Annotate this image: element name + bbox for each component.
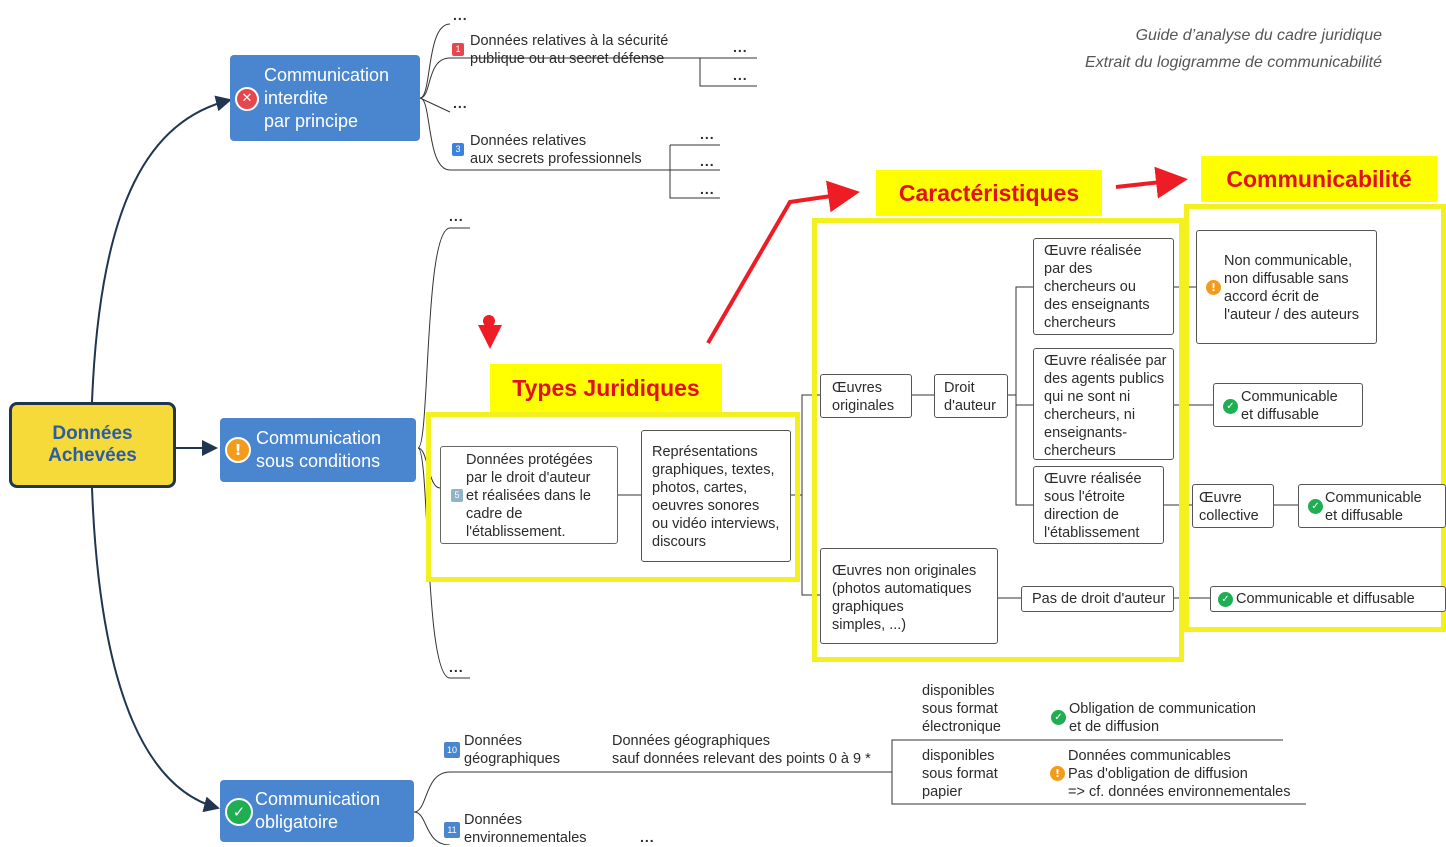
- number-badge: 11: [444, 822, 460, 838]
- item-label: Œuvre réalisée par des chercheurs ou des…: [1044, 243, 1150, 331]
- geo-sauf-text[interactable]: Données géographiques sauf données relev…: [612, 733, 871, 767]
- item-label: Communicable et diffusable: [1325, 490, 1422, 524]
- oeuvres-non-originales-box[interactable]: Œuvres non originales (photos automatiqu…: [820, 548, 998, 644]
- item-label: Œuvres non originales (photos automatiqu…: [832, 563, 977, 633]
- category-label: Communication interdite par principe: [264, 65, 390, 131]
- ellipsis[interactable]: ...: [700, 126, 715, 142]
- item-label: Communicable et diffusable: [1241, 389, 1338, 423]
- ellipsis[interactable]: ...: [700, 153, 715, 169]
- item-label: Droit d'auteur: [944, 380, 996, 414]
- check-circle-icon: ✓: [1218, 592, 1233, 607]
- check-circle-icon: ✓: [225, 798, 253, 826]
- ellipsis[interactable]: ...: [453, 7, 468, 23]
- item-secrets-professionnels[interactable]: Données relatives aux secrets profession…: [470, 133, 642, 167]
- item-label: Données protégées par le droit d'auteur …: [466, 452, 593, 540]
- item-donnees-geographiques[interactable]: Données géographiques: [464, 733, 560, 767]
- item-label: Œuvres originales: [832, 380, 895, 414]
- guide-title: Guide d’analyse du cadre juridique: [1135, 27, 1382, 44]
- item-label: Pas de droit d'auteur: [1032, 591, 1166, 607]
- number-badge: 5: [451, 489, 463, 502]
- category-conditions[interactable]: ! Communication sous conditions: [220, 418, 416, 482]
- check-circle-icon: ✓: [1308, 499, 1323, 514]
- chercheurs-box[interactable]: Œuvre réalisée par des chercheurs ou des…: [1033, 238, 1174, 335]
- caracteristiques-label: Caractéristiques: [876, 170, 1102, 216]
- item-label: Communicable et diffusable: [1236, 591, 1415, 607]
- warning-icon: !: [225, 437, 251, 463]
- communicabilite-label: Communicabilité: [1201, 156, 1437, 202]
- caracteristiques-frame: [812, 218, 1184, 662]
- types-frame: [426, 412, 800, 582]
- category-label: Communication sous conditions: [256, 428, 382, 471]
- donnees-communicables-text[interactable]: Données communicables Pas d'obligation d…: [1068, 748, 1291, 800]
- root-node[interactable]: Données Achevées: [9, 402, 176, 488]
- number-badge: 1: [452, 43, 464, 56]
- ellipsis[interactable]: ...: [733, 67, 748, 83]
- warning-icon: !: [1206, 280, 1221, 295]
- ellipsis[interactable]: ...: [449, 659, 464, 675]
- oeuvre-collective-box[interactable]: Œuvre collective: [1192, 484, 1274, 528]
- ellipsis[interactable]: ...: [733, 39, 748, 55]
- number-badge: 3: [452, 143, 464, 156]
- warning-icon: !: [1050, 766, 1065, 781]
- item-donnees-environnementales[interactable]: Données environnementales: [464, 812, 587, 846]
- item-label: Représentations graphiques, textes, phot…: [652, 444, 780, 550]
- format-papier-text[interactable]: disponibles sous format papier: [922, 748, 998, 800]
- direction-box[interactable]: Œuvre réalisée sous l'étroite direction …: [1033, 466, 1164, 544]
- pas-droit-auteur-box[interactable]: Pas de droit d'auteur: [1021, 586, 1174, 612]
- agents-publics-box[interactable]: Œuvre réalisée par des agents publics qu…: [1033, 348, 1174, 460]
- obligation-text[interactable]: Obligation de communication et de diffus…: [1069, 701, 1256, 735]
- item-label: Œuvre réalisée par des agents publics qu…: [1044, 353, 1167, 459]
- types-juridiques-label: Types Juridiques: [490, 364, 722, 412]
- root-label: Données Achevées: [48, 423, 137, 466]
- item-label: Œuvre réalisée sous l'étroite direction …: [1044, 471, 1142, 541]
- communicabilite-frame: [1184, 204, 1446, 632]
- edge-root-interdite: [91, 95, 232, 403]
- droit-auteur-box[interactable]: Droit d'auteur: [934, 374, 1008, 418]
- non-communicable-box[interactable]: ! Non communicable, non diffusable sans …: [1196, 230, 1377, 344]
- communicable-box-3[interactable]: ✓ Communicable et diffusable: [1210, 586, 1446, 612]
- x-circle-icon: ✕: [235, 87, 259, 111]
- ellipsis[interactable]: ...: [449, 208, 464, 224]
- communicable-box-1[interactable]: ✓ Communicable et diffusable: [1213, 383, 1363, 427]
- number-badge: 10: [444, 742, 460, 758]
- check-circle-icon: ✓: [1051, 710, 1066, 725]
- item-droit-auteur-box[interactable]: 5 Données protégées par le droit d'auteu…: [440, 446, 618, 544]
- category-label: Communication obligatoire: [255, 789, 381, 832]
- edge-root-obligatoire: [91, 487, 220, 813]
- communicable-box-2[interactable]: ✓ Communicable et diffusable: [1298, 484, 1446, 528]
- item-label: Non communicable, non diffusable sans ac…: [1224, 253, 1359, 323]
- ellipsis[interactable]: ...: [640, 829, 655, 845]
- representations-box[interactable]: Représentations graphiques, textes, phot…: [641, 430, 791, 562]
- oeuvres-originales-box[interactable]: Œuvres originales: [820, 374, 912, 418]
- check-circle-icon: ✓: [1223, 399, 1238, 414]
- item-label: Œuvre collective: [1199, 490, 1259, 524]
- ellipsis[interactable]: ...: [700, 181, 715, 197]
- ellipsis[interactable]: ...: [453, 95, 468, 111]
- format-electronique-text[interactable]: disponibles sous format électronique: [922, 683, 1001, 735]
- guide-subtitle: Extrait du logigramme de communicabilité: [1084, 54, 1382, 71]
- category-interdite[interactable]: ✕ Communication interdite par principe: [230, 55, 420, 141]
- category-obligatoire[interactable]: ✓ Communication obligatoire: [220, 780, 414, 842]
- item-securite-publique[interactable]: Données relatives à la sécurité publique…: [470, 33, 669, 67]
